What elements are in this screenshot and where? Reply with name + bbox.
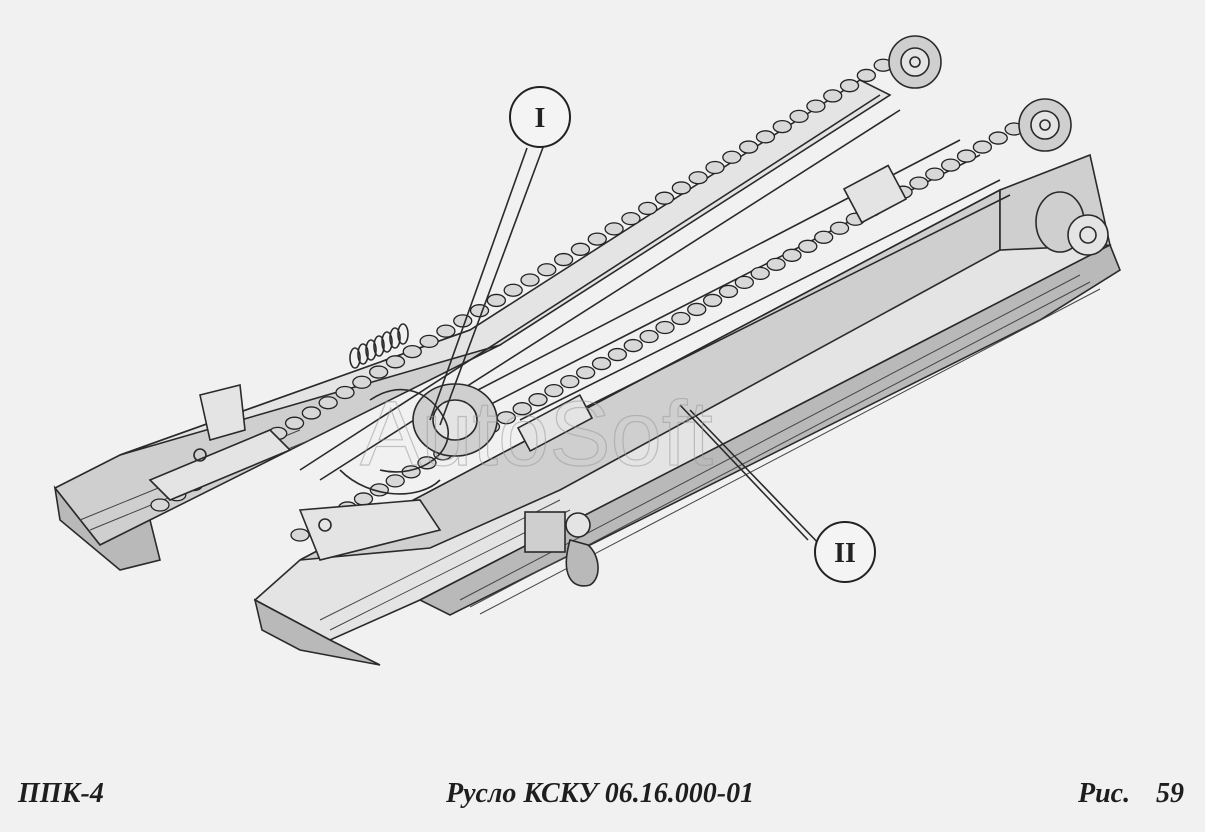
tension-handle	[524, 511, 599, 587]
chain-link	[604, 222, 624, 236]
assembly-title: Русло КСКУ 06.16.000-01	[446, 778, 755, 809]
chain-link	[702, 293, 723, 308]
chain-link	[655, 320, 675, 335]
front-brackets	[148, 384, 442, 561]
sprocket-rear-right	[1018, 98, 1072, 152]
drive-motor	[1035, 191, 1109, 256]
callout-I-label: I	[535, 103, 546, 134]
conveyor-trough-drawing: I II AutoSoft	[53, 35, 1121, 666]
chain-link	[560, 374, 580, 389]
chain-link	[856, 68, 877, 83]
chain-link	[368, 365, 389, 379]
chain-link	[750, 266, 770, 281]
chain-link	[469, 304, 490, 318]
chain-link	[638, 201, 658, 216]
machine-model: ППК-4	[18, 778, 104, 809]
spring-coil	[397, 323, 409, 345]
chain-link	[789, 109, 809, 124]
tension-spring	[349, 323, 409, 369]
chain-link	[512, 402, 532, 416]
chain-link	[623, 338, 643, 353]
chain-link	[576, 365, 596, 380]
chain-link	[301, 406, 322, 420]
chain-link	[734, 275, 754, 290]
chain-link	[941, 158, 961, 172]
chain-link	[956, 149, 977, 163]
chain-link	[453, 314, 473, 328]
chain-link	[621, 211, 641, 226]
chain-link	[553, 252, 574, 267]
chain-link	[722, 150, 742, 164]
chain-link	[385, 474, 405, 488]
spring-coil	[365, 339, 377, 361]
chain-link	[738, 140, 759, 154]
chain-link	[352, 375, 372, 389]
chain-link	[419, 334, 439, 349]
chain-link	[806, 99, 826, 113]
chain-link	[290, 528, 310, 542]
chain-link	[591, 356, 612, 371]
callout-II-label: II	[834, 538, 856, 569]
chain-link	[766, 257, 786, 271]
chain-link	[705, 160, 725, 175]
chain-link	[654, 191, 675, 205]
chain-link	[909, 176, 929, 190]
chain-link	[839, 79, 860, 93]
chain-link	[688, 171, 708, 185]
watermark: AutoSoft	[360, 383, 713, 485]
chain-link	[972, 140, 993, 154]
chain-link	[988, 131, 1008, 145]
chain-link	[607, 347, 628, 362]
chain-link	[335, 385, 355, 400]
spring-coil	[389, 327, 401, 349]
chain-link	[318, 396, 338, 410]
chain-link	[671, 181, 692, 195]
spring-coil	[373, 335, 385, 357]
chain-link	[544, 384, 564, 398]
chain-link	[520, 273, 540, 287]
figure-label: Рис.	[1078, 778, 1131, 809]
spring-coil	[381, 331, 393, 353]
chain-link	[829, 221, 850, 235]
chain-link	[353, 492, 374, 506]
spring-coil	[349, 347, 361, 369]
chain-link	[150, 498, 170, 512]
chain-link	[503, 283, 523, 297]
chain-link	[385, 355, 406, 369]
chain-link	[587, 232, 607, 246]
chain-link	[798, 239, 818, 253]
chain-link	[570, 242, 591, 256]
chain-link	[782, 248, 802, 262]
chain-link	[639, 329, 659, 344]
chain-link	[528, 393, 548, 407]
chain-link	[814, 230, 834, 244]
chain-link	[718, 284, 739, 299]
spring-coil	[357, 343, 369, 365]
chain-link	[772, 119, 792, 134]
callout-leaders	[429, 141, 824, 549]
callout-I: I	[509, 86, 571, 148]
chain-link	[537, 263, 557, 277]
chain-link	[436, 324, 456, 338]
chain-link	[823, 89, 843, 103]
chain-link	[486, 293, 507, 308]
figure-number: 59	[1156, 778, 1184, 809]
chain-link	[402, 344, 422, 359]
chain-link	[755, 130, 776, 144]
sprocket-rear-left	[888, 35, 942, 89]
callout-II: II	[814, 521, 876, 583]
chain-link	[671, 311, 691, 326]
chain-link	[284, 416, 305, 430]
chain-link	[687, 302, 707, 317]
chain-link	[925, 167, 945, 181]
